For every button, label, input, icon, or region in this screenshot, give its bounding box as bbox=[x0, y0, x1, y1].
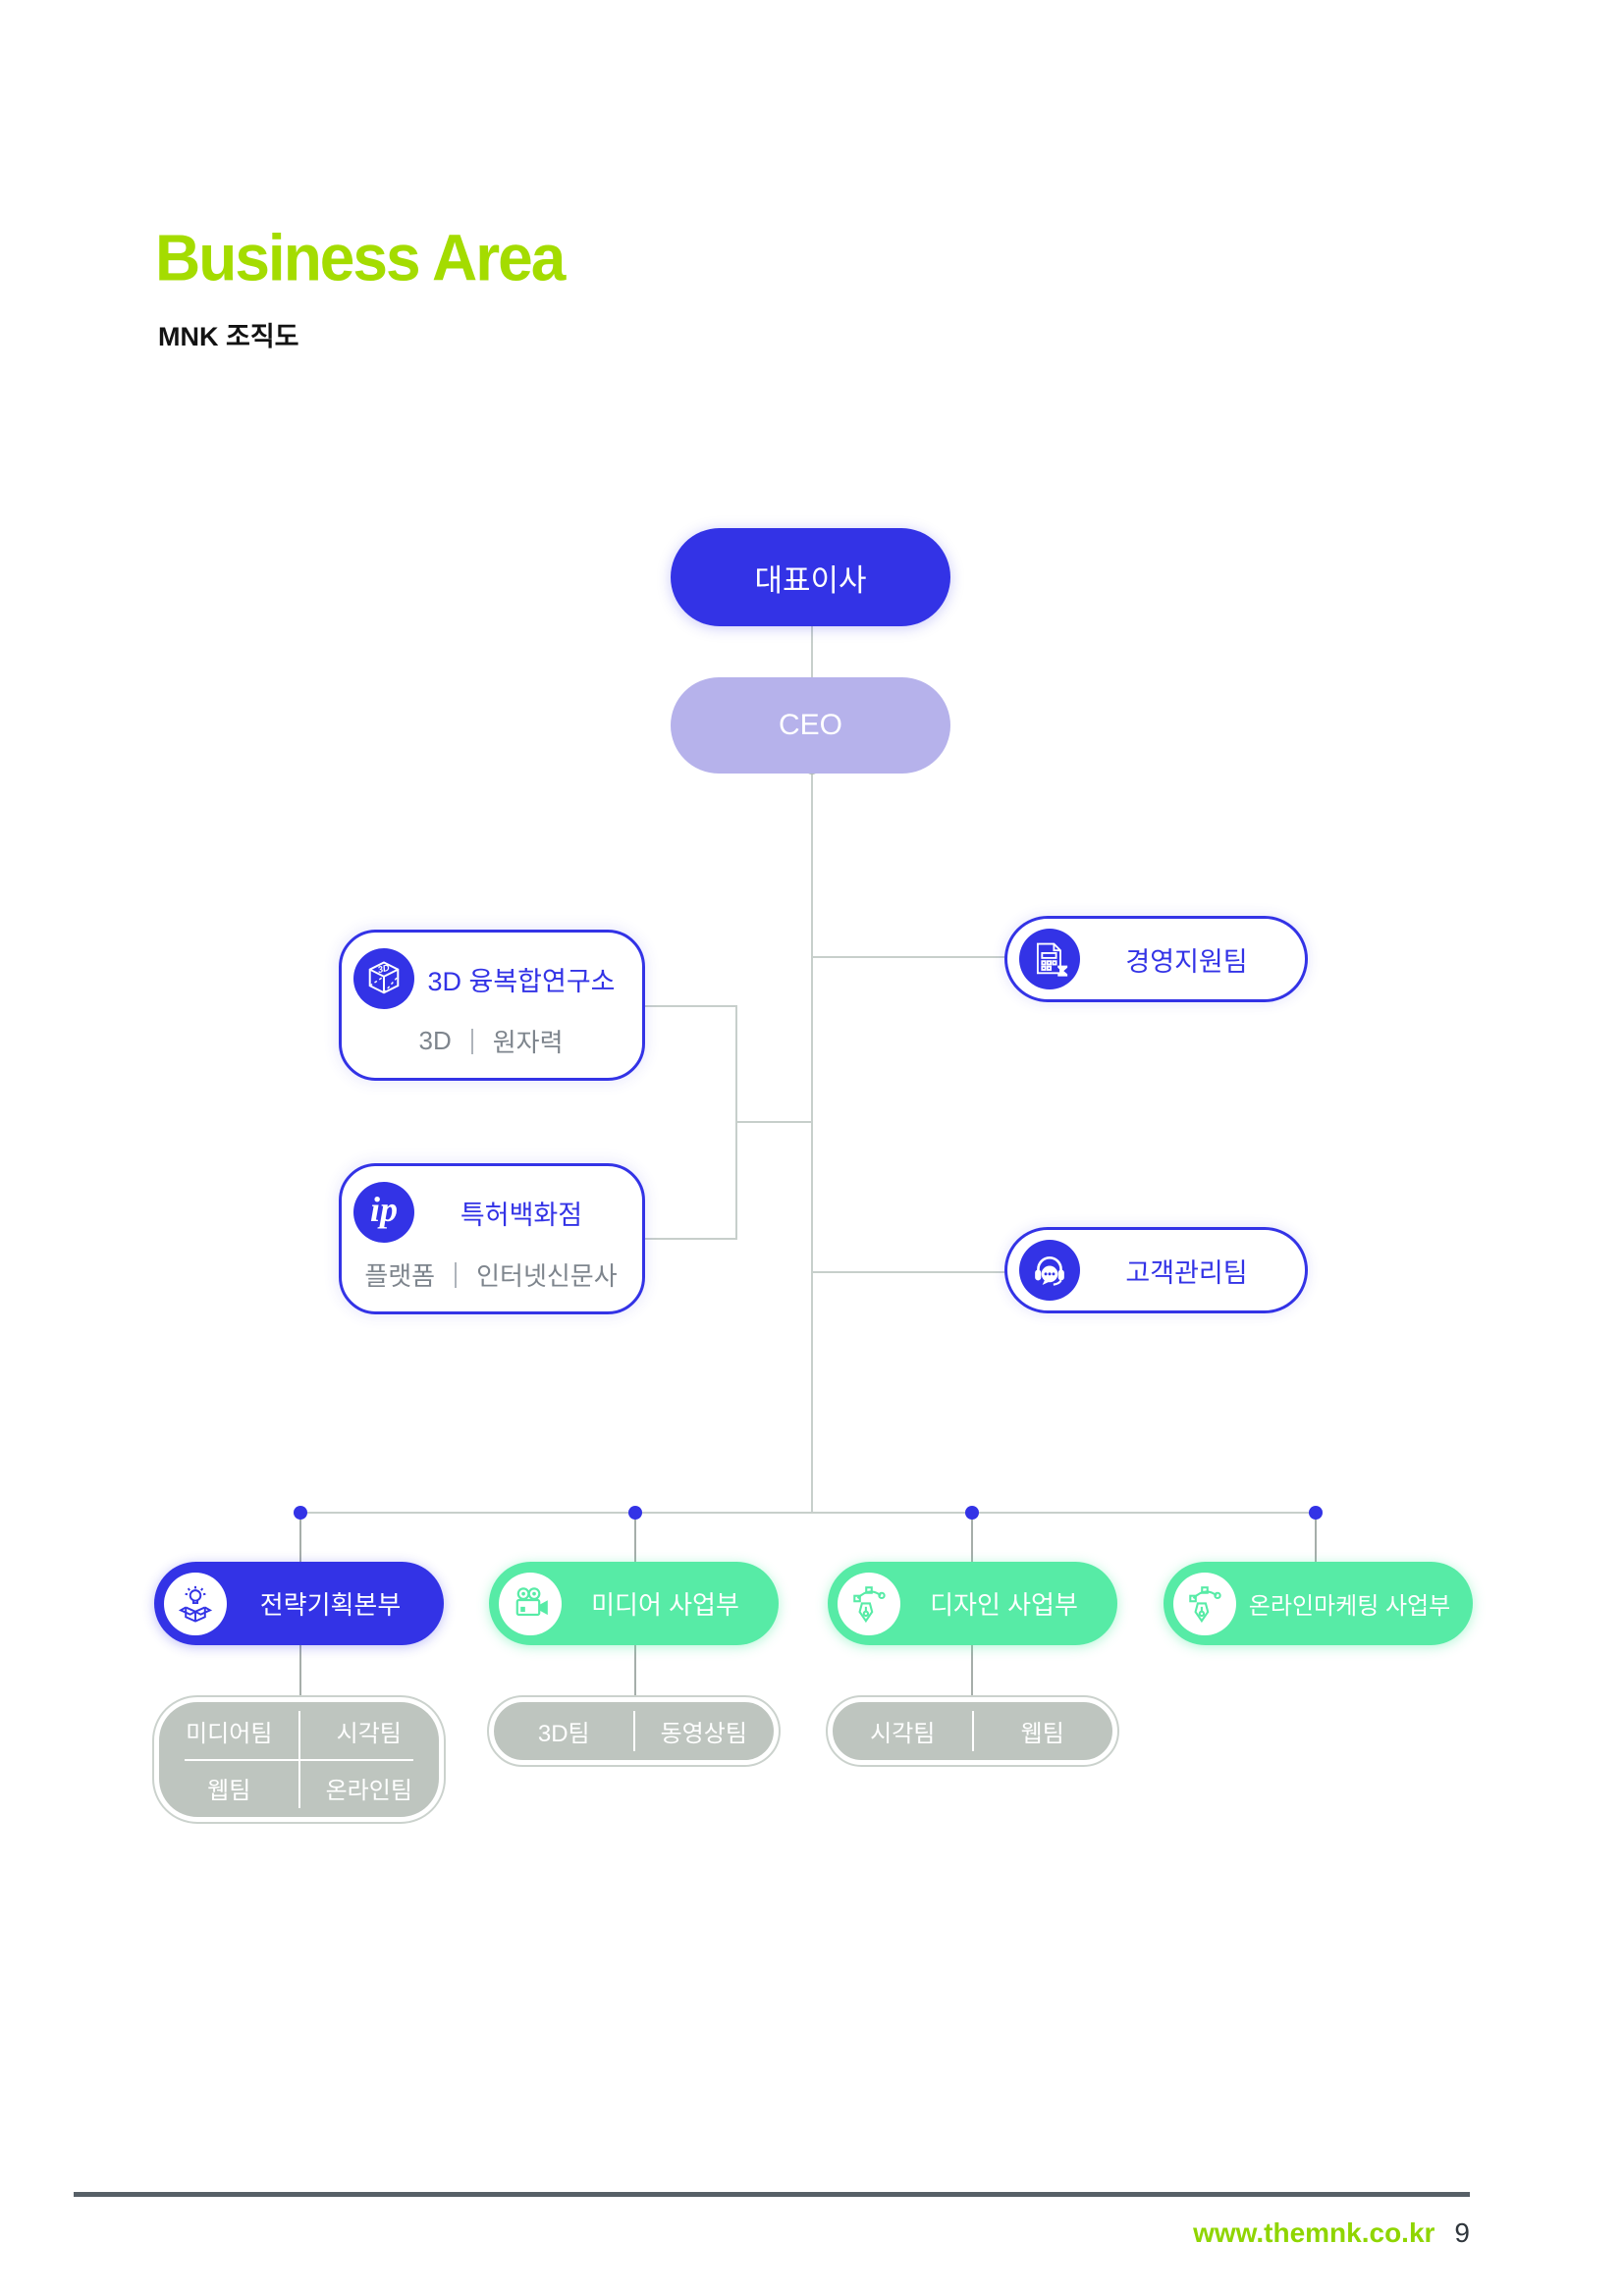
node-ceo: CEO bbox=[671, 677, 950, 774]
footer-url-link[interactable]: www.themnk.co.kr bbox=[1193, 2217, 1435, 2248]
node-management-support: 경영지원팀 bbox=[1004, 916, 1308, 1002]
team-divider bbox=[971, 1711, 974, 1751]
idea-box-icon bbox=[164, 1572, 227, 1635]
team-divider bbox=[632, 1711, 635, 1751]
node-title: 3D 융복합연구소 bbox=[427, 966, 616, 996]
team-stub-2 bbox=[634, 1645, 636, 1697]
ip-logo-icon: ip bbox=[353, 1182, 414, 1243]
teams-strategy-planning: 미디어팀 시각팀 웹팀 온라인팀 bbox=[152, 1695, 446, 1824]
division-label: 전략기획본부 bbox=[259, 1590, 402, 1620]
team-label: 시각팀 bbox=[870, 1721, 936, 1747]
team-label: 3D팀 bbox=[537, 1721, 590, 1747]
junction-dot-3 bbox=[965, 1506, 979, 1520]
team-label: 웹팀 bbox=[1020, 1721, 1064, 1747]
division-design: 디자인 사업부 bbox=[828, 1562, 1117, 1645]
division-label: 디자인 사업부 bbox=[930, 1590, 1078, 1620]
team-label: 웹팀 bbox=[207, 1778, 251, 1805]
teams-media: 3D팀 동영상팀 bbox=[487, 1695, 781, 1767]
tag-divider bbox=[455, 1261, 458, 1288]
node-ceo-korean: 대표이사 bbox=[671, 528, 950, 626]
junction-dot-4 bbox=[1309, 1506, 1323, 1520]
node-patent-store: ip 특허백화점 플랫폼 인터넷신문사 bbox=[339, 1163, 645, 1314]
page-number: 9 bbox=[1454, 2217, 1470, 2248]
bottom-rail-line bbox=[300, 1512, 1316, 1514]
node-label: 대표이사 bbox=[754, 562, 867, 598]
team-stub-1 bbox=[299, 1645, 301, 1697]
team-label: 미디어팀 bbox=[186, 1720, 273, 1747]
division-strategy-planning: 전략기획본부 bbox=[154, 1562, 444, 1645]
node-title: 특허백화점 bbox=[460, 1200, 583, 1230]
headset-chat-icon bbox=[1019, 1240, 1080, 1301]
node-label: 경영지원팀 bbox=[1125, 946, 1248, 977]
3d-cube-icon: 3D bbox=[353, 948, 414, 1009]
trunk-line bbox=[811, 618, 813, 1514]
node-label: 고객관리팀 bbox=[1125, 1257, 1248, 1288]
page-title: Business Area bbox=[155, 221, 566, 294]
footer-divider bbox=[74, 2192, 1470, 2197]
division-stub-4 bbox=[1315, 1514, 1317, 1562]
tag-divider bbox=[470, 1028, 473, 1054]
branch-support-line bbox=[812, 956, 1008, 958]
tag-label: 인터넷신문사 bbox=[476, 1261, 618, 1291]
team-label: 온라인팀 bbox=[325, 1778, 412, 1805]
research-stub-line bbox=[645, 1005, 736, 1007]
team-label: 시각팀 bbox=[336, 1720, 402, 1747]
branch-customer-line bbox=[812, 1271, 1008, 1273]
team-label: 동영상팀 bbox=[660, 1721, 747, 1747]
junction-dot-2 bbox=[628, 1506, 642, 1520]
division-label: 온라인마케팅 사업부 bbox=[1248, 1593, 1451, 1620]
node-customer-management: 고객관리팀 bbox=[1004, 1227, 1308, 1313]
tag-label: 플랫폼 bbox=[364, 1261, 436, 1291]
team-divider bbox=[185, 1758, 413, 1761]
pen-tool-icon bbox=[838, 1572, 900, 1635]
division-label: 미디어 사업부 bbox=[591, 1590, 739, 1620]
division-online-marketing: 온라인마케팅 사업부 bbox=[1164, 1562, 1473, 1645]
svg-text:3D: 3D bbox=[377, 963, 391, 976]
bracket-mid-line bbox=[736, 1121, 812, 1123]
footer: www.themnk.co.kr 9 bbox=[1193, 2217, 1470, 2249]
node-label: CEO bbox=[778, 709, 842, 741]
division-stub-1 bbox=[299, 1514, 301, 1562]
tag-label: 3D bbox=[418, 1026, 452, 1055]
pen-tool-icon bbox=[1173, 1572, 1236, 1635]
page-subtitle: MNK 조직도 bbox=[158, 322, 299, 351]
teams-design: 시각팀 웹팀 bbox=[826, 1695, 1119, 1767]
junction-dot-1 bbox=[294, 1506, 307, 1520]
calculator-document-icon bbox=[1019, 929, 1080, 989]
patent-stub-line bbox=[645, 1238, 736, 1240]
division-media: 미디어 사업부 bbox=[489, 1562, 779, 1645]
tag-label: 원자력 bbox=[492, 1028, 564, 1057]
team-stub-3 bbox=[971, 1645, 973, 1697]
division-stub-2 bbox=[634, 1514, 636, 1562]
node-3d-research: 3D 3D 융복합연구소 3D 원자력 bbox=[339, 930, 645, 1081]
video-camera-icon bbox=[499, 1572, 562, 1635]
division-stub-3 bbox=[971, 1514, 973, 1562]
